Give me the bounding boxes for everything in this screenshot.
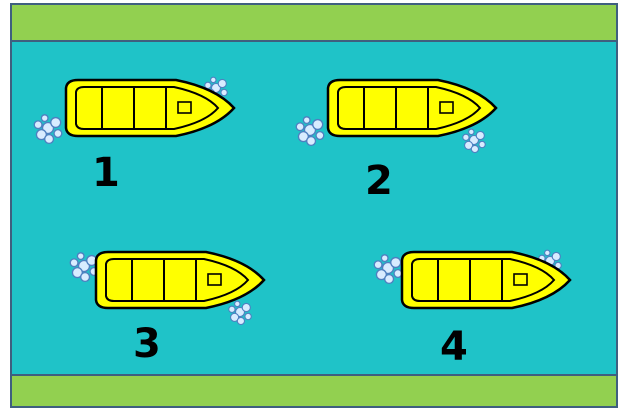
bottom-bank [11,375,617,407]
boat-number-label: 2 [365,158,393,204]
boat-number-label: 3 [133,321,161,367]
top-bank [11,4,617,41]
boat-number-label: 1 [92,150,120,196]
boat-number-label: 4 [440,324,468,370]
